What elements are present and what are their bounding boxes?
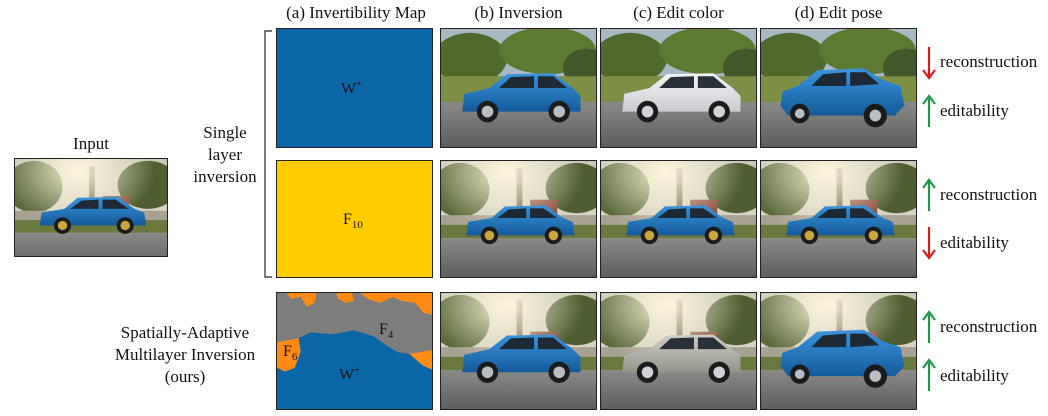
column-header-inversion: (b) Inversion: [474, 3, 563, 22]
arrow-up-icon: [922, 178, 936, 211]
arrow-up-icon: [922, 358, 936, 391]
inversion-row3-photo: [440, 292, 597, 410]
edit-pose-row3-photo: [760, 292, 917, 410]
indicator-row2-reconstruction: reconstruction: [940, 185, 1038, 204]
column-header-edit-color: (c) Edit color: [633, 3, 724, 22]
indicator-row3-editability: editability: [940, 366, 1009, 385]
column-header-edit-pose: (d) Edit pose: [794, 3, 883, 22]
row-bracket: [264, 30, 272, 278]
edit-color-row3-photo: [600, 292, 757, 410]
arrow-up-icon: [922, 94, 936, 127]
edit-pose-row1-photo: [760, 28, 917, 148]
indicator-row1-reconstruction: reconstruction: [940, 52, 1038, 71]
map-label-f10: F10: [343, 211, 363, 232]
inversion-row1-photo: [440, 28, 597, 148]
arrow-down-icon: [922, 47, 936, 80]
map-label-wplus-ours: W+: [339, 365, 360, 384]
map-label-f4: F4: [379, 321, 394, 342]
indicator-row2-editability: editability: [940, 233, 1009, 252]
indicator-row1-editability: editability: [940, 101, 1009, 120]
edit-color-row1-photo: [600, 28, 757, 148]
invertibility-map-adaptive: F4 F6 W+: [276, 292, 433, 410]
inversion-row2-photo: [440, 160, 597, 278]
arrow-up-icon: [922, 310, 936, 343]
input-photo: [14, 158, 168, 257]
map-label-wplus: W+: [341, 79, 362, 98]
indicator-row3-reconstruction: reconstruction: [940, 317, 1038, 336]
invertibility-map-f10: F10: [276, 160, 433, 278]
column-header-invertibility-map: (a) Invertibility Map: [286, 3, 426, 22]
invertibility-map-wplus: W+: [276, 28, 433, 148]
ours-label: Spatially-Adaptive Multilayer Inversion …: [114, 323, 256, 386]
edit-color-row2-photo: [600, 160, 757, 278]
single-layer-inversion-label: Single layer inversion: [193, 123, 257, 186]
arrow-down-icon: [922, 227, 936, 260]
input-label: Input: [73, 134, 109, 153]
map-label-f6: F6: [283, 343, 298, 364]
edit-pose-row2-photo: [760, 160, 917, 278]
